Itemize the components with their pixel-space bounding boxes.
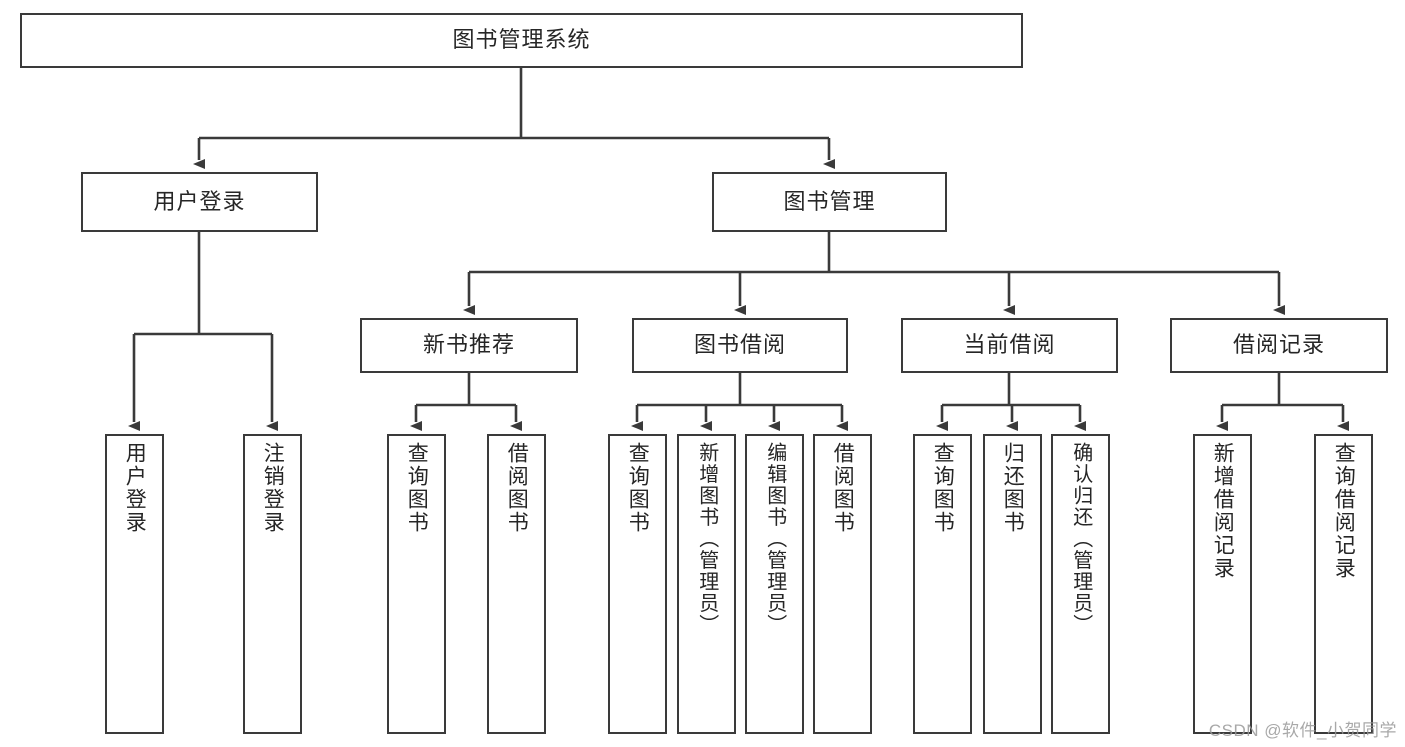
- node-leaf-return-book[interactable]: 归还图书: [983, 434, 1042, 734]
- node-leaf-user-login[interactable]: 用户登录: [105, 434, 164, 734]
- node-leaf-query-book-current-label: 查询图书: [931, 442, 955, 534]
- node-leaf-add-book[interactable]: 新增图书（管理员）: [677, 434, 736, 734]
- node-leaf-query-book-current[interactable]: 查询图书: [913, 434, 972, 734]
- node-user-login-label: 用户登录: [153, 188, 246, 214]
- node-borrow-record[interactable]: 借阅记录: [1170, 318, 1388, 373]
- node-leaf-logout[interactable]: 注销登录: [243, 434, 302, 734]
- node-leaf-query-book-recommend-label: 查询图书: [405, 442, 429, 534]
- node-leaf-return-book-label: 归还图书: [1001, 442, 1025, 534]
- node-new-book-recommend-label: 新书推荐: [422, 332, 515, 358]
- node-current-borrow-label: 当前借阅: [963, 332, 1056, 358]
- node-leaf-add-borrow-record-label: 新增借阅记录: [1211, 442, 1235, 580]
- node-leaf-add-book-label: 新增图书（管理员）: [695, 442, 718, 636]
- node-user-login[interactable]: 用户登录: [81, 172, 318, 232]
- node-book-borrow-label: 图书借阅: [693, 332, 786, 358]
- node-root-label: 图书管理系统: [452, 27, 591, 53]
- node-leaf-query-book-recommend[interactable]: 查询图书: [387, 434, 446, 734]
- node-book-management[interactable]: 图书管理: [712, 172, 947, 232]
- node-leaf-add-borrow-record[interactable]: 新增借阅记录: [1193, 434, 1252, 734]
- node-borrow-record-label: 借阅记录: [1232, 332, 1325, 358]
- node-leaf-edit-book[interactable]: 编辑图书（管理员）: [745, 434, 804, 734]
- node-leaf-logout-label: 注销登录: [261, 442, 285, 534]
- node-book-borrow[interactable]: 图书借阅: [632, 318, 848, 373]
- node-leaf-query-book-borrow-label: 查询图书: [626, 442, 650, 534]
- node-leaf-edit-book-label: 编辑图书（管理员）: [763, 442, 786, 636]
- node-current-borrow[interactable]: 当前借阅: [901, 318, 1118, 373]
- node-leaf-borrow-book-label: 借阅图书: [831, 442, 855, 534]
- node-leaf-confirm-return-label: 确认归还（管理员）: [1069, 442, 1092, 636]
- node-new-book-recommend[interactable]: 新书推荐: [360, 318, 578, 373]
- node-leaf-borrow-book-recommend-label: 借阅图书: [505, 442, 529, 534]
- node-book-management-label: 图书管理: [783, 188, 876, 214]
- node-leaf-query-borrow-record[interactable]: 查询借阅记录: [1314, 434, 1373, 734]
- node-leaf-borrow-book[interactable]: 借阅图书: [813, 434, 872, 734]
- node-leaf-user-login-label: 用户登录: [123, 442, 147, 534]
- node-leaf-confirm-return[interactable]: 确认归还（管理员）: [1051, 434, 1110, 734]
- node-root[interactable]: 图书管理系统: [20, 13, 1023, 68]
- node-leaf-query-borrow-record-label: 查询借阅记录: [1332, 442, 1356, 580]
- node-leaf-query-book-borrow[interactable]: 查询图书: [608, 434, 667, 734]
- watermark: CSDN @软件_小贺同学: [1208, 721, 1397, 740]
- node-leaf-borrow-book-recommend[interactable]: 借阅图书: [487, 434, 546, 734]
